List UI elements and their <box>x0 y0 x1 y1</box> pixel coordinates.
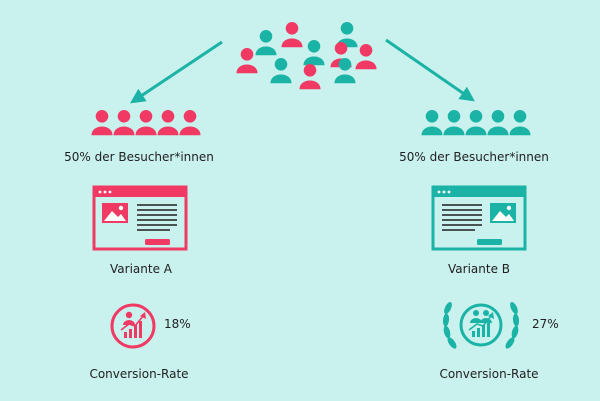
person-icon <box>270 58 292 84</box>
person-icon <box>355 44 377 70</box>
person-icon <box>91 110 113 136</box>
person-icon <box>443 110 465 136</box>
conversion-label-a: Conversion-Rate <box>89 367 189 381</box>
growth-chart-badge-icon-b <box>459 303 503 347</box>
person-icon <box>336 22 358 48</box>
image-placeholder-icon <box>102 203 128 223</box>
crowd-icon <box>236 22 377 90</box>
growth-chart-badge-icon-a <box>110 303 156 349</box>
variant-label-b: Variante B <box>448 262 510 276</box>
person-icon <box>421 110 443 136</box>
person-icon <box>509 110 531 136</box>
person-icon <box>334 58 356 84</box>
person-icon <box>465 110 487 136</box>
webpage-mockup-icon-b <box>431 185 527 251</box>
person-icon <box>135 110 157 136</box>
conversion-label-b: Conversion-Rate <box>439 367 539 381</box>
conversion-value-b: 27% <box>532 317 559 331</box>
person-icon <box>179 110 201 136</box>
visitors-label-a: 50% der Besucher*innen <box>64 150 214 164</box>
variant-label-a: Variante A <box>110 262 172 276</box>
arrow-right-icon <box>385 38 475 102</box>
webpage-mockup-icon-a <box>92 185 188 251</box>
person-icon <box>487 110 509 136</box>
conversion-value-a: 18% <box>164 317 191 331</box>
image-placeholder-icon <box>490 203 516 223</box>
people-group-icon-right <box>421 110 531 136</box>
person-icon <box>299 64 321 90</box>
person-icon <box>157 110 179 136</box>
person-icon <box>255 30 277 56</box>
person-icon <box>236 48 258 74</box>
person-icon <box>281 22 303 48</box>
arrow-left-icon <box>130 40 223 104</box>
person-icon <box>113 110 135 136</box>
visitors-label-b: 50% der Besucher*innen <box>399 150 549 164</box>
person-icon <box>303 40 325 66</box>
laurel-wreath-icon <box>442 301 520 349</box>
people-group-icon-left <box>91 110 201 136</box>
